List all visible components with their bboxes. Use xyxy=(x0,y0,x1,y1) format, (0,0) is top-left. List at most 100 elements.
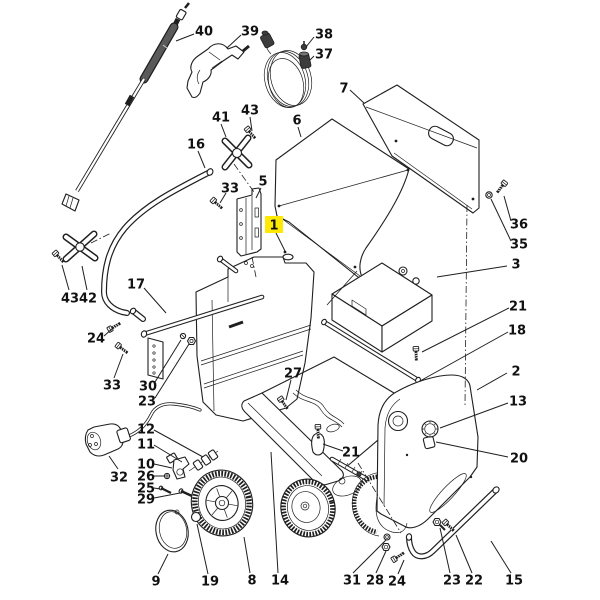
leader-line-3 xyxy=(436,265,508,278)
part-label-3: 3 xyxy=(511,258,520,273)
hose-cap xyxy=(300,43,308,51)
part-label-32: 32 xyxy=(110,471,128,486)
leader-line-10 xyxy=(153,463,173,469)
high-pressure-hose xyxy=(260,30,313,108)
leader-line-43 xyxy=(249,116,253,132)
leader-line-24 xyxy=(103,327,114,337)
part-label-33: 33 xyxy=(221,182,239,197)
part-label-14: 14 xyxy=(271,574,289,589)
washer-31 xyxy=(383,533,391,541)
wheel xyxy=(190,469,254,537)
part-label-21: 21 xyxy=(509,300,527,315)
tank-box xyxy=(331,262,433,353)
leader-line-19 xyxy=(196,523,209,575)
leader-line-8 xyxy=(243,536,251,574)
leader-line-33 xyxy=(219,192,227,204)
part-label-39: 39 xyxy=(241,25,259,40)
rear-wheel xyxy=(351,472,386,537)
part-label-7: 7 xyxy=(339,82,348,97)
part-label-23: 23 xyxy=(138,395,156,410)
leader-line-24 xyxy=(397,559,405,575)
leader-line-42 xyxy=(81,265,88,291)
power-plug xyxy=(84,402,202,457)
leader-line-1 xyxy=(275,232,286,252)
bolt-23 xyxy=(432,517,442,527)
axle-ball xyxy=(190,511,202,523)
front-wheel xyxy=(280,478,336,538)
part-label-15: 15 xyxy=(505,574,523,589)
nozzle-holder-upper xyxy=(221,134,253,171)
part-label-18: 18 xyxy=(508,324,526,339)
handle-tube xyxy=(101,168,214,322)
part-label-23: 23 xyxy=(443,574,461,589)
leader-line-6 xyxy=(297,126,302,138)
nut-23 xyxy=(186,336,197,346)
part-label-2: 2 xyxy=(511,365,520,380)
part-label-13: 13 xyxy=(509,395,527,410)
part-label-25: 25 xyxy=(137,482,155,497)
hood-cover xyxy=(362,84,480,214)
part-label-26: 26 xyxy=(137,470,155,485)
part-label-28: 28 xyxy=(366,574,384,589)
hub-cap xyxy=(155,509,189,553)
part-label-1: 1 xyxy=(269,219,278,234)
leader-line-11 xyxy=(153,444,183,463)
leader-line-13 xyxy=(439,402,509,429)
part-label-21: 21 xyxy=(342,446,360,461)
spray-lance xyxy=(61,2,190,212)
support-rail xyxy=(140,255,265,380)
detergent-bracket xyxy=(236,187,262,257)
leader-line-31 xyxy=(352,539,387,574)
part-label-12: 12 xyxy=(137,423,155,438)
leader-line-22 xyxy=(455,534,473,574)
leader-line-35 xyxy=(490,198,512,242)
lower-handle xyxy=(405,486,500,560)
side-cover-panel xyxy=(274,118,410,282)
spray-gun xyxy=(186,43,250,99)
part-label-16: 16 xyxy=(187,138,205,153)
leader-line-28 xyxy=(375,550,387,574)
leader-line-32 xyxy=(108,455,119,470)
leader-line-23 xyxy=(154,343,190,399)
leader-line-15 xyxy=(490,540,512,574)
leader-line-17 xyxy=(143,287,167,314)
leader-line-36 xyxy=(503,195,512,222)
leader-line-37 xyxy=(309,55,315,61)
part-label-6: 6 xyxy=(292,114,301,129)
fasteners xyxy=(50,124,510,565)
pump-housing xyxy=(195,253,315,422)
part-label-35: 35 xyxy=(510,238,528,253)
part-label-43: 43 xyxy=(61,292,79,307)
leader-line-5 xyxy=(255,187,262,199)
leader-line-39 xyxy=(226,34,242,49)
leader-line-33 xyxy=(113,353,124,379)
part-label-30: 30 xyxy=(139,380,157,395)
leader-line-21 xyxy=(421,307,510,353)
leader-line-20 xyxy=(435,441,509,458)
tank-cap xyxy=(421,420,439,450)
highlighted-part-box xyxy=(265,216,283,233)
leader-line-9 xyxy=(157,553,169,575)
leader-line-25 xyxy=(153,487,161,490)
nut-28 xyxy=(381,542,391,552)
leader-line-21 xyxy=(322,443,344,452)
leader-line-29 xyxy=(153,492,181,499)
part-label-8: 8 xyxy=(247,574,256,589)
part-label-10: 10 xyxy=(137,458,155,473)
part-label-19: 19 xyxy=(201,575,219,590)
part-label-31: 31 xyxy=(343,574,361,589)
leader-line-30 xyxy=(154,339,182,383)
leader-line-2 xyxy=(476,372,508,391)
part-label-9: 9 xyxy=(151,575,160,590)
nozzle-holder-lower xyxy=(62,230,99,263)
part-label-24: 24 xyxy=(388,575,406,590)
alignment-lines xyxy=(90,139,475,534)
part-label-11: 11 xyxy=(137,438,155,453)
part-label-20: 20 xyxy=(510,452,528,467)
leader-line-38 xyxy=(305,36,315,48)
leader-line-14 xyxy=(270,451,279,574)
leader-line-7 xyxy=(349,89,365,104)
